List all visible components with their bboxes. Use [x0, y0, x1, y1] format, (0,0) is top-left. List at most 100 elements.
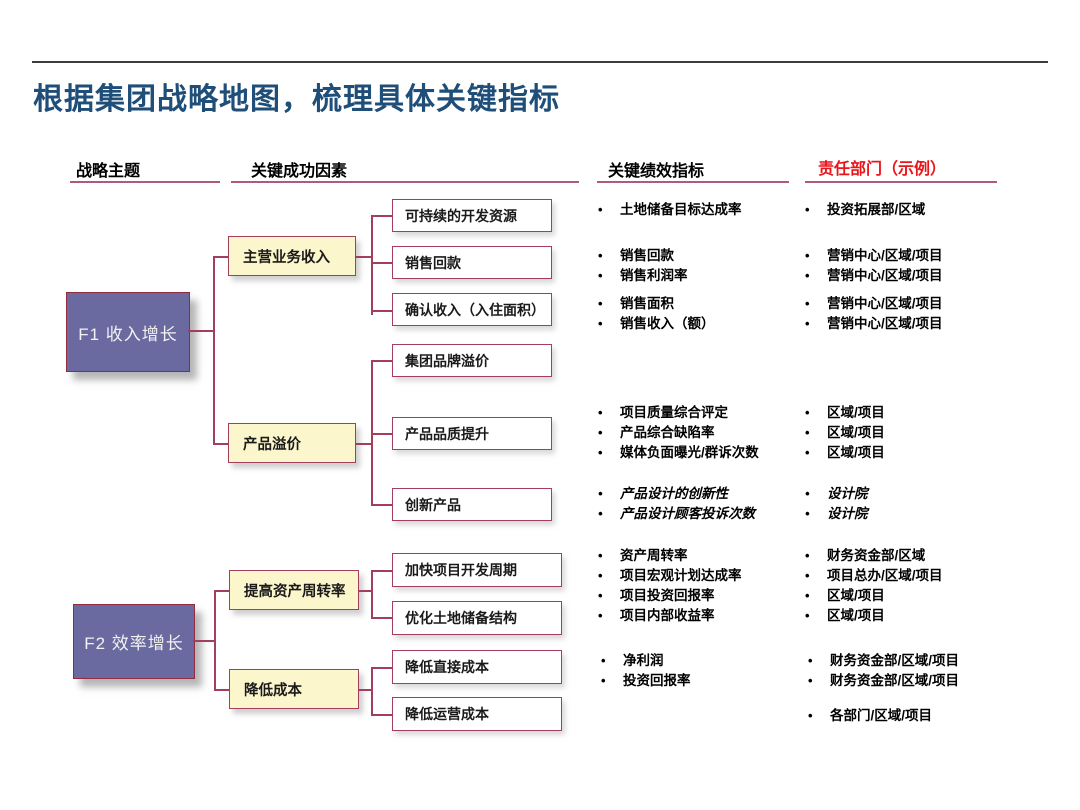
dept-item: • 各部门/区域/项目 [808, 706, 932, 726]
csf-box-sustainable-dev-resource[interactable]: 可持续的开发资源 [392, 199, 552, 232]
driver-box-asset-turnover[interactable]: 提高资产周转率 [229, 570, 359, 610]
connector-d2-spine [371, 360, 373, 505]
dept-group-7: • 财务资金部/区域/项目 • 财务资金部/区域/项目 [808, 651, 959, 691]
connector-d3-spine [371, 570, 373, 618]
dept-label: 财务资金部/区域 [827, 548, 926, 563]
header-divider [32, 61, 1048, 63]
kpi-item: • 产品设计顾客投诉次数 [598, 504, 755, 524]
kpi-item: • 投资回报率 [601, 671, 691, 691]
dept-label: 设计院 [827, 506, 868, 521]
dept-item: • 区域/项目 [805, 606, 943, 626]
dept-item: • 区域/项目 [805, 423, 885, 443]
kpi-label: 土地储备目标达成率 [620, 202, 742, 217]
kpi-label: 投资回报率 [623, 673, 691, 688]
bullet-icon: • [805, 316, 810, 331]
connector-d1-csf-2 [371, 262, 392, 264]
dept-group-4: • 区域/项目 • 区域/项目 • 区域/项目 [805, 403, 885, 463]
column-rule-2 [231, 181, 579, 183]
bullet-icon: • [805, 588, 810, 603]
driver-box-product-premium[interactable]: 产品溢价 [228, 423, 356, 463]
column-rule-1 [70, 181, 220, 183]
connector-f2-stem [193, 640, 215, 642]
dept-item: • 设计院 [805, 504, 868, 524]
kpi-label: 产品设计顾客投诉次数 [620, 506, 755, 521]
kpi-label: 产品设计的创新性 [620, 486, 728, 501]
csf-box-optimize-land-reserve[interactable]: 优化土地储备结构 [392, 601, 562, 635]
kpi-label: 产品综合缺陷率 [620, 425, 715, 440]
kpi-label: 项目内部收益率 [620, 608, 715, 623]
column-rule-4 [805, 181, 997, 183]
connector-d4-stem [359, 689, 372, 691]
perspective-box-f2[interactable]: F2 效率增长 [73, 604, 195, 679]
dept-item: • 区域/项目 [805, 403, 885, 423]
csf-box-group-brand-premium[interactable]: 集团品牌溢价 [392, 344, 552, 377]
perspective-box-f1[interactable]: F1 收入增长 [66, 292, 190, 372]
connector-f1-to-driver-2 [213, 443, 229, 445]
dept-item: • 营销中心/区域/项目 [805, 266, 943, 286]
bullet-icon: • [598, 248, 603, 263]
kpi-group-1: • 土地储备目标达成率 [598, 200, 742, 220]
csf-box-reduce-operating-cost[interactable]: 降低运营成本 [392, 697, 562, 731]
bullet-icon: • [805, 445, 810, 460]
bullet-icon: • [598, 268, 603, 283]
dept-item: • 财务资金部/区域/项目 [808, 651, 959, 671]
dept-label: 区域/项目 [827, 608, 885, 623]
kpi-item: • 项目质量综合评定 [598, 403, 759, 423]
bullet-icon: • [598, 486, 603, 501]
dept-item: • 区域/项目 [805, 443, 885, 463]
csf-box-product-quality-improvement[interactable]: 产品品质提升 [392, 417, 552, 450]
dept-group-6: • 财务资金部/区域 • 项目总办/区域/项目 • 区域/项目 • 区域/项目 [805, 546, 943, 626]
kpi-label: 项目宏观计划达成率 [620, 568, 742, 583]
bullet-icon: • [805, 248, 810, 263]
dept-group-5: • 设计院 • 设计院 [805, 484, 868, 524]
connector-d2-csf-2 [371, 433, 392, 435]
dept-item: • 投资拓展部/区域 [805, 200, 925, 220]
kpi-item: • 项目内部收益率 [598, 606, 742, 626]
kpi-item: • 销售收入（额） [598, 314, 715, 334]
connector-f2-to-driver-4 [214, 689, 230, 691]
bullet-icon: • [598, 296, 603, 311]
kpi-group-6: • 资产周转率 • 项目宏观计划达成率 • 项目投资回报率 • 项目内部收益率 [598, 546, 742, 626]
driver-box-main-revenue[interactable]: 主营业务收入 [228, 236, 356, 276]
dept-label: 项目总办/区域/项目 [827, 568, 943, 583]
kpi-label: 销售面积 [620, 296, 674, 311]
column-header-strategic-theme: 战略主题 [76, 163, 141, 180]
kpi-label: 净利润 [623, 653, 664, 668]
csf-box-accelerate-dev-cycle[interactable]: 加快项目开发周期 [392, 553, 562, 587]
bullet-icon: • [601, 673, 606, 688]
kpi-label: 销售利润率 [620, 268, 688, 283]
bullet-icon: • [805, 568, 810, 583]
dept-label: 营销中心/区域/项目 [827, 316, 943, 331]
connector-f1-to-driver-1 [213, 256, 229, 258]
csf-box-sales-collection[interactable]: 销售回款 [392, 246, 552, 279]
csf-box-innovative-product[interactable]: 创新产品 [392, 488, 552, 521]
bullet-icon: • [808, 653, 813, 668]
kpi-item: • 项目宏观计划达成率 [598, 566, 742, 586]
kpi-item: • 销售回款 [598, 246, 688, 266]
bullet-icon: • [598, 548, 603, 563]
connector-d2-csf-1 [371, 360, 392, 362]
dept-item: • 财务资金部/区域/项目 [808, 671, 959, 691]
dept-label: 投资拓展部/区域 [827, 202, 926, 217]
dept-label: 区域/项目 [827, 588, 885, 603]
kpi-item: • 土地储备目标达成率 [598, 200, 742, 220]
csf-box-reduce-direct-cost[interactable]: 降低直接成本 [392, 650, 562, 684]
connector-d3-stem [359, 590, 372, 592]
connector-d2-stem [356, 443, 372, 445]
connector-d1-csf-3 [371, 310, 392, 312]
kpi-group-2: • 销售回款 • 销售利润率 [598, 246, 688, 286]
driver-box-cost-reduction[interactable]: 降低成本 [229, 669, 359, 709]
dept-item: • 区域/项目 [805, 586, 943, 606]
dept-item: • 营销中心/区域/项目 [805, 246, 943, 266]
dept-label: 设计院 [827, 486, 868, 501]
bullet-icon: • [805, 405, 810, 420]
csf-box-recognized-revenue[interactable]: 确认收入（入住面积） [392, 293, 552, 326]
dept-group-2: • 营销中心/区域/项目 • 营销中心/区域/项目 [805, 246, 943, 286]
kpi-group-3: • 销售面积 • 销售收入（额） [598, 294, 715, 334]
bullet-icon: • [598, 568, 603, 583]
dept-item: • 财务资金部/区域 [805, 546, 943, 566]
kpi-item: • 产品综合缺陷率 [598, 423, 759, 443]
bullet-icon: • [805, 608, 810, 623]
bullet-icon: • [805, 425, 810, 440]
bullet-icon: • [598, 425, 603, 440]
